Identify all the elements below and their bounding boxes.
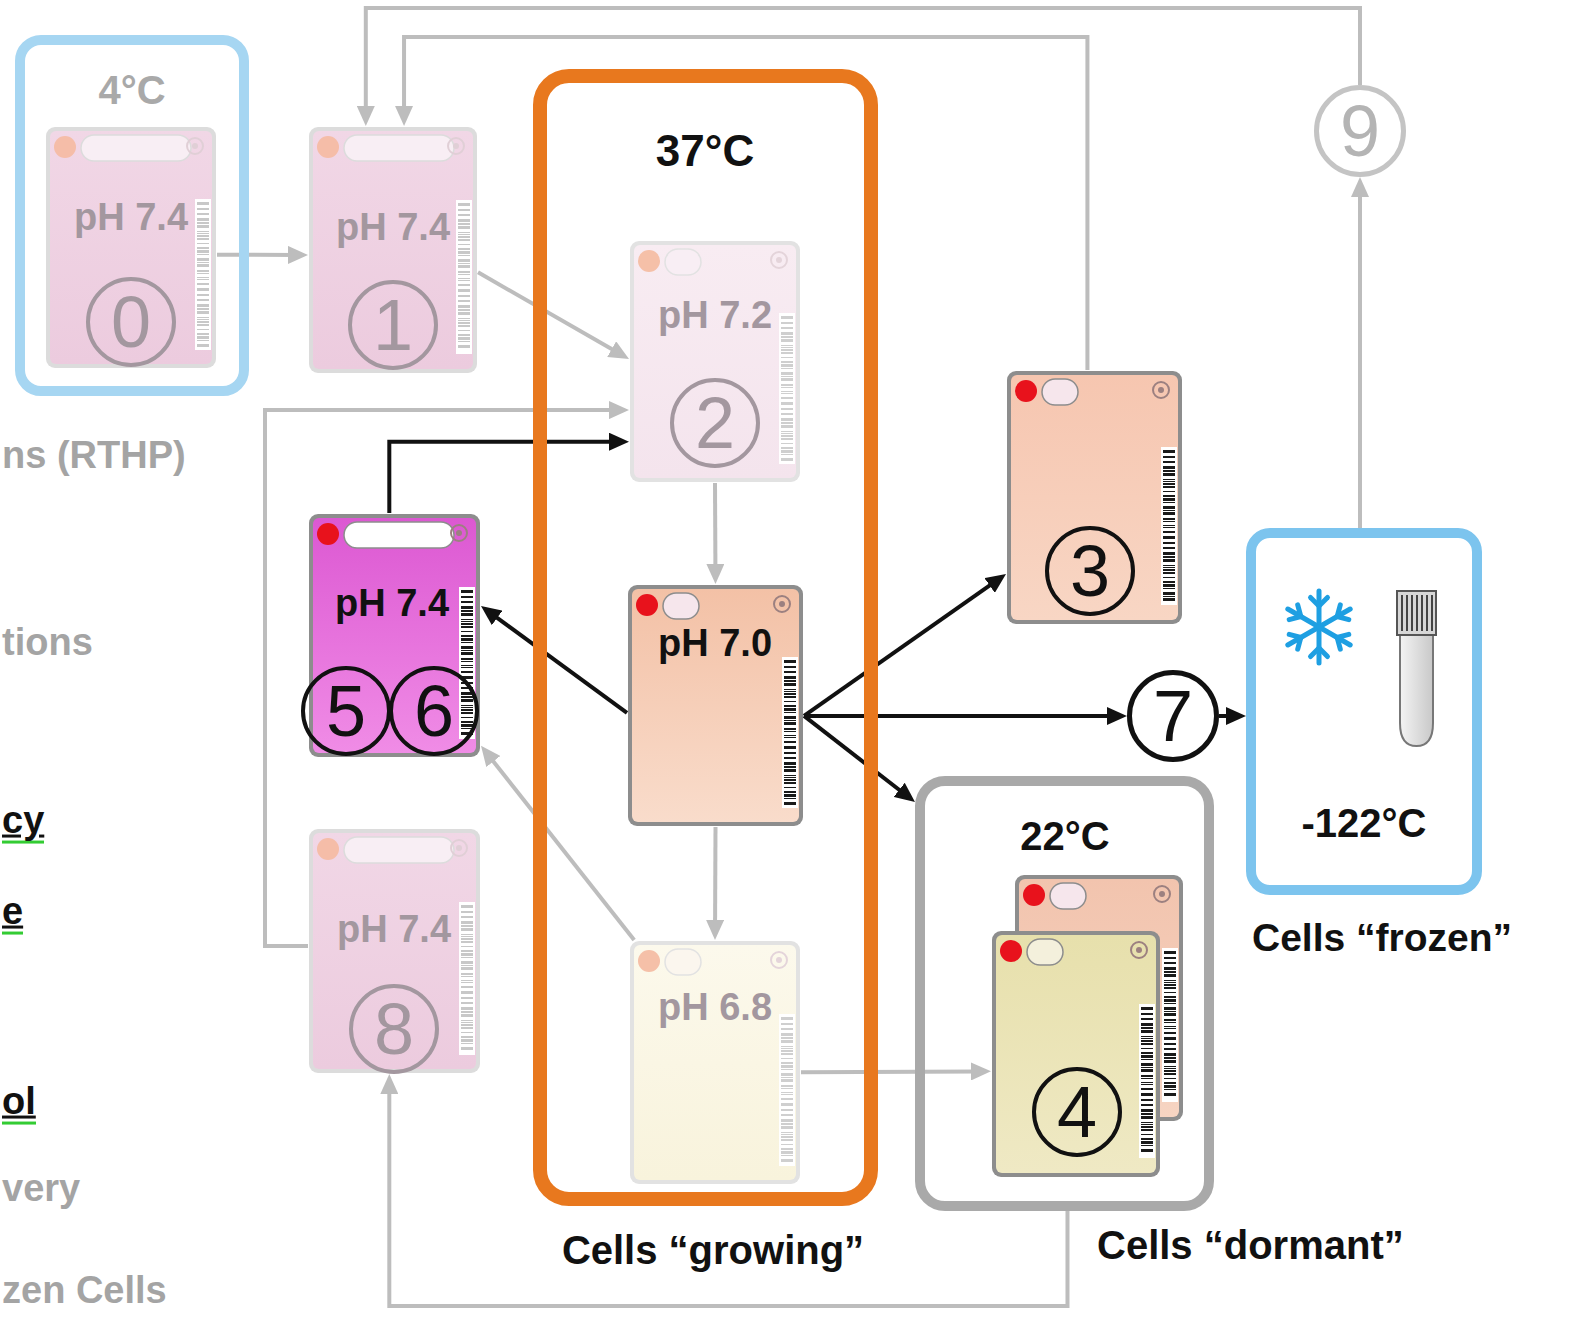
culture-bag: pH 7.4 0 [45,126,217,369]
flow-arrow [1358,189,1362,528]
culture-bag: pH 7.4 1 [308,126,478,374]
culture-bag: pH 7.0 [627,584,804,827]
step-circle: 9 [1314,85,1406,177]
flow-arrow [488,755,634,940]
step-number: 3 [1045,526,1135,616]
culture-bag: pH 7.456 [308,513,481,758]
culture-bag: pH 6.8 [629,940,801,1185]
bag-illustration [629,940,801,1185]
bag-illustration [627,584,804,827]
temperature-zone: -122°CCells “frozen” [1246,528,1482,895]
step-number: 2 [670,378,760,468]
temperature-zone: 37°CCells “growing”pH 7.22pH 7.0pH 6.8 [533,69,878,1206]
side-label: e [2,892,23,935]
flow-arrow [217,253,296,257]
flow-arrow [491,613,627,713]
flow-arrow [1219,714,1234,718]
flow-arrow [801,1069,979,1074]
step-circle: 7 [1127,670,1219,762]
ph-label: pH 7.2 [658,295,772,337]
ph-label: pH 6.8 [658,987,772,1029]
step-number: 9 [1340,95,1380,167]
side-label: tions [2,621,93,664]
ph-label: pH 7.4 [336,207,450,249]
flow-arrow [404,37,1087,370]
temperature-zone: 22°CCells “dormant”4 [915,776,1214,1211]
culture-bag: pH 7.2 2 [629,240,801,483]
state-caption: Cells “dormant” [1097,1223,1404,1267]
step-number: 0 [86,277,176,367]
step-number: 1 [348,280,438,370]
step-number: 5 [301,666,391,756]
state-caption: Cells “frozen” [1252,917,1512,960]
ph-label: pH 7.4 [74,197,188,239]
state-caption: Cells “growing” [562,1228,864,1272]
step-number: 6 [389,666,479,756]
temperature-label: 22°C [1020,814,1109,858]
flow-arrow [713,483,717,572]
flow-arrow [804,714,1115,718]
culture-bag: pH 7.4 8 [308,828,481,1074]
temperature-zone: 4°C pH 7.4 0 [15,35,249,396]
flow-arrow [804,581,996,716]
flow-arrow [478,272,619,353]
step-number: 7 [1153,680,1193,752]
flow-arrow [804,716,906,795]
flow-arrow [713,827,717,928]
temperature-label: 4°C [98,68,165,112]
side-label: ol [2,1082,36,1125]
flow-arrow [389,442,617,513]
culture-bag: 3 [1006,370,1183,625]
cryovial-icon [1397,591,1436,746]
step-number: 8 [349,984,439,1074]
flow-arrow [366,8,1360,114]
side-label: cy [2,801,44,844]
side-label: zen Cells [2,1269,167,1312]
ph-label: pH 7.0 [658,623,772,665]
ph-label: pH 7.4 [335,583,449,625]
side-label: very [2,1167,80,1210]
step-number: 4 [1032,1067,1122,1157]
culture-bag: 4 [991,930,1161,1178]
ph-label: pH 7.4 [337,909,451,951]
snowflake-icon [1288,591,1350,663]
temperature-label: -122°C [1302,801,1427,845]
side-label: ns (RTHP) [2,434,186,477]
temperature-label: 37°C [656,127,754,175]
